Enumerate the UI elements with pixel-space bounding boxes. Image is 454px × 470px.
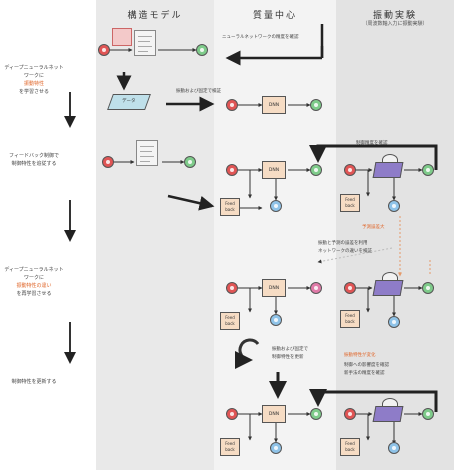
feedback-block-c4: Feed back: [220, 438, 240, 456]
step-1-pre: ディープニューラルネットワークに: [4, 65, 64, 79]
input-node-e4: [344, 408, 356, 420]
column-title-structure: 構造モデル: [127, 11, 183, 21]
output-node-r1: [196, 44, 208, 56]
note-update-2: 制御特性を更新: [272, 355, 304, 360]
output-node-e3: [422, 282, 434, 294]
network-doc-r1: [134, 30, 156, 56]
dnn-block-c2: DNN: [262, 161, 286, 179]
note-error-use: 振動と予測の誤差を利用: [318, 241, 368, 246]
output-node-e2: [422, 164, 434, 176]
column-bg-structure: [96, 0, 214, 470]
output-node-c4: [310, 408, 322, 420]
network-doc-r2: [136, 140, 158, 166]
note-vibration-change: 振動特性が変化: [344, 353, 376, 358]
input-node-c2: [226, 164, 238, 176]
feedback-block-e4: Feed back: [340, 438, 360, 456]
step-2-text: フィードバック制御で 制御特性を追従する: [2, 152, 66, 168]
step-1-post: を学習させる: [18, 89, 49, 95]
step-1-text: ディープニューラルネットワークに 振動特性 を学習させる: [2, 64, 66, 96]
feedback-block-e2: Feed back: [340, 194, 360, 212]
input-node-e2: [344, 164, 356, 176]
sensor-node-c2: [270, 200, 282, 212]
arrow-dashed-center: [317, 247, 393, 264]
feedback-block-c2: Feed back: [220, 198, 240, 216]
output-node-c1: [310, 99, 322, 111]
red-box-r1: [112, 28, 132, 46]
sensor-node-e3: [388, 316, 400, 328]
note-new-method: 新手法の精度を確認: [344, 371, 385, 376]
step-3-highlight: 振動特性の違い: [16, 283, 52, 289]
input-node-c4: [226, 408, 238, 420]
cycle-arrow: [234, 338, 260, 369]
column-title-center: 質量中心: [252, 11, 297, 21]
shaker-table-e3: [372, 280, 404, 296]
arrow-loop-row4: [309, 389, 438, 412]
input-node-c3: [226, 282, 238, 294]
feedback-block-c3: Feed back: [220, 312, 240, 330]
data-label: データ: [122, 99, 136, 104]
shaker-table-e4: [372, 406, 404, 422]
input-node-r2: [102, 156, 114, 168]
input-node-r1: [98, 44, 110, 56]
step-2-post: 制御特性を追従する: [11, 161, 57, 167]
arrow-loop-row2: [309, 144, 438, 170]
shaker-table-e2: [372, 162, 404, 178]
note-control-accuracy: 制御精度を確認: [356, 141, 388, 146]
input-node-e3: [344, 282, 356, 294]
dnn-block-c1: DNN: [262, 96, 286, 114]
output-node-r2: [184, 156, 196, 168]
step-2-pre: フィードバック制御で: [9, 153, 59, 159]
note-network-diff: ネットワークの違いを検証: [318, 249, 372, 254]
output-node-c2: [310, 164, 322, 176]
sensor-node-e4: [388, 442, 400, 454]
feedback-block-e3: Feed back: [340, 310, 360, 328]
note-verify: 振動および固定で検証: [176, 89, 221, 94]
step-1-highlight: 振動特性: [23, 81, 44, 87]
data-block: データ: [107, 94, 151, 110]
sensor-node-c4: [270, 442, 282, 454]
sensor-node-c3: [270, 314, 282, 326]
note-accuracy: ニューラルネットワークの精度を確認: [222, 35, 299, 40]
step-4-text: 制御特性を更新する: [2, 378, 66, 386]
note-control-impact: 制御への影響度を確認: [344, 363, 389, 368]
output-node-e4: [422, 408, 434, 420]
step-3-text: ディープニューラルネットワークに 振動特性の違い を再学習させる: [2, 266, 66, 298]
input-node-c1: [226, 99, 238, 111]
column-title-experiment: 振動実験: [372, 11, 417, 21]
step-4-post: 制御特性を更新する: [11, 379, 57, 385]
note-update-1: 振動および固定で: [272, 347, 308, 352]
dnn-block-c3: DNN: [262, 279, 286, 297]
column-subtitle-experiment: （周波数軸入力に振動実験）: [362, 21, 428, 27]
step-3-post: を再学習させる: [16, 291, 52, 297]
note-prediction-error: 予測誤差大: [362, 225, 385, 230]
output-node-c3: [310, 282, 322, 294]
arrow-struct-to-center-2: [167, 194, 215, 211]
dnn-block-c4: DNN: [262, 405, 286, 423]
step-3-pre: ディープニューラルネットワークに: [4, 267, 64, 281]
sensor-node-e2: [388, 200, 400, 212]
